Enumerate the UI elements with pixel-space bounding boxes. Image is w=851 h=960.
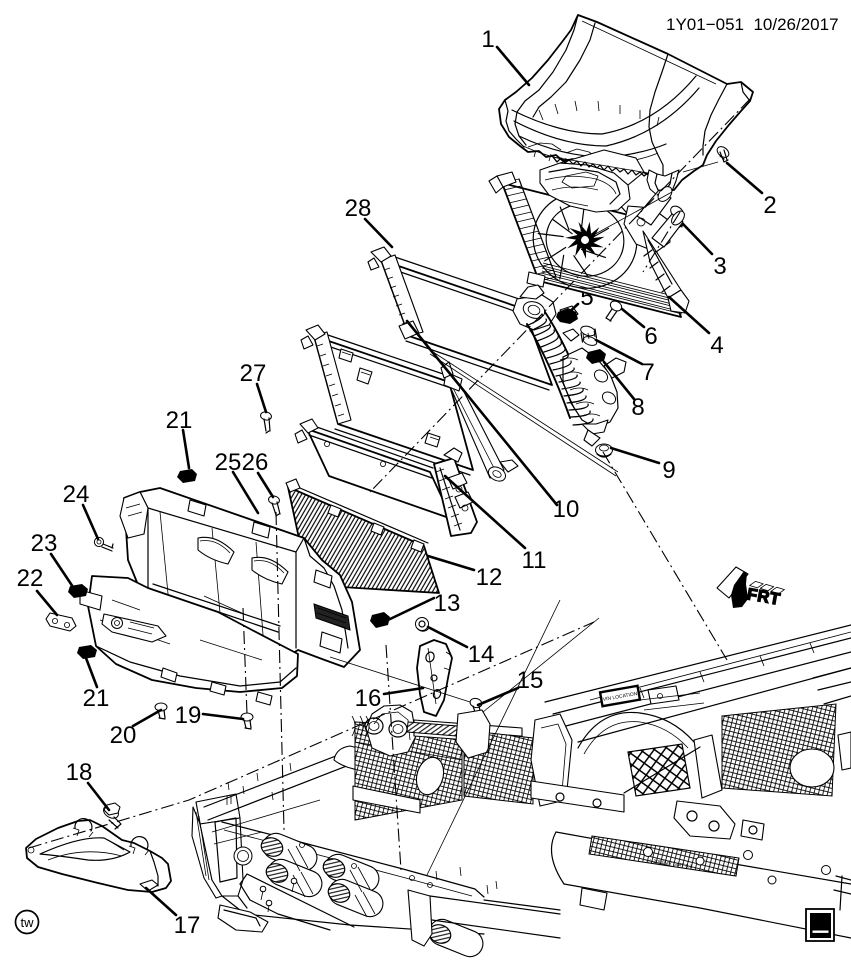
svg-text:18: 18 <box>66 759 93 786</box>
svg-text:12: 12 <box>476 564 503 591</box>
svg-text:17: 17 <box>174 912 201 939</box>
svg-text:4: 4 <box>710 332 723 359</box>
svg-text:19: 19 <box>175 702 202 729</box>
svg-text:GM: GM <box>810 917 832 932</box>
svg-text:28: 28 <box>345 195 372 222</box>
svg-text:1Y01−051 10/26/2017: 1Y01−051 10/26/2017 <box>666 15 839 34</box>
svg-text:16: 16 <box>355 685 382 712</box>
svg-text:11: 11 <box>522 547 547 574</box>
svg-text:10: 10 <box>553 496 580 523</box>
svg-text:3: 3 <box>713 253 726 280</box>
svg-text:21: 21 <box>83 685 110 712</box>
svg-text:27: 27 <box>240 360 267 387</box>
svg-text:tw: tw <box>21 915 35 930</box>
svg-text:23: 23 <box>31 530 58 557</box>
svg-text:25: 25 <box>215 449 242 476</box>
svg-text:26: 26 <box>242 449 269 476</box>
svg-text:9: 9 <box>662 457 675 484</box>
svg-text:22: 22 <box>17 565 44 592</box>
svg-text:21: 21 <box>166 407 193 434</box>
svg-text:7: 7 <box>641 359 654 386</box>
svg-text:1: 1 <box>481 26 494 53</box>
svg-text:14: 14 <box>468 641 495 668</box>
svg-text:6: 6 <box>644 323 657 350</box>
svg-text:13: 13 <box>434 590 461 617</box>
svg-text:2: 2 <box>763 192 776 219</box>
svg-text:8: 8 <box>631 394 644 421</box>
svg-text:CCA: CCA <box>815 934 827 940</box>
svg-text:24: 24 <box>63 481 90 508</box>
